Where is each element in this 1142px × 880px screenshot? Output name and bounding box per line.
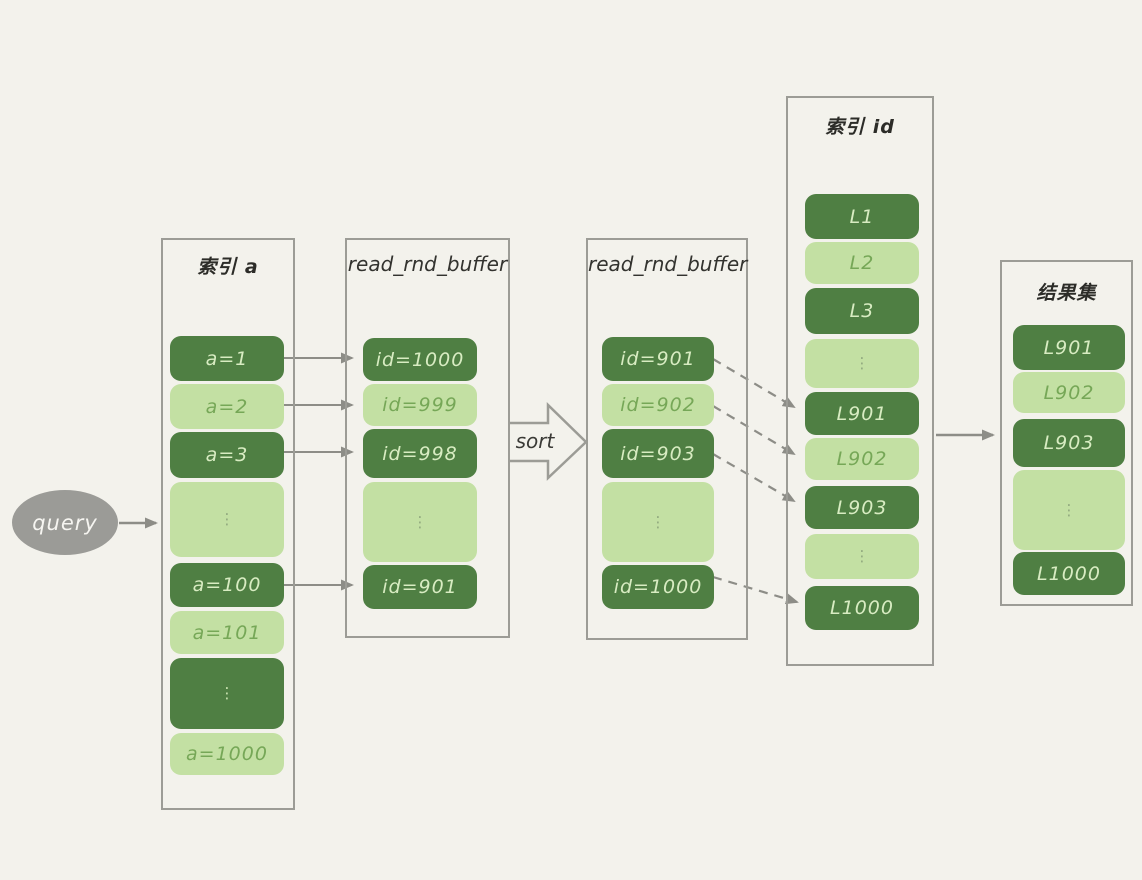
index-a-ellipsis-cell: ⋮ [170, 482, 284, 557]
index-a-cell: a=101 [170, 611, 284, 654]
index-id-box: 索引 id L1 L2 L3 ⋮ L901 L902 L903 ⋮ L1000 [786, 96, 934, 666]
index-a-box: 索引 a a=1 a=2 a=3 ⋮ a=100 a=101 ⋮ a=1000 [161, 238, 295, 810]
result-cell: L901 [1013, 325, 1125, 370]
index-a-ellipsis-cell: ⋮ [170, 658, 284, 729]
result-cell: L1000 [1013, 552, 1125, 595]
index-id-cell: L901 [805, 392, 919, 435]
result-cell: L902 [1013, 372, 1125, 413]
index-a-cell: a=3 [170, 432, 284, 478]
query-label: query [32, 510, 98, 535]
buffer-cell: id=998 [363, 429, 477, 478]
index-id-ellipsis-cell: ⋮ [805, 534, 919, 579]
index-a-cell: a=100 [170, 563, 284, 607]
index-id-cell: L1000 [805, 586, 919, 630]
index-a-cell: a=1 [170, 336, 284, 381]
index-id-cell: L1 [805, 194, 919, 239]
buffer-cell: id=999 [363, 384, 477, 426]
index-id-cell: L902 [805, 438, 919, 480]
buffer-ellipsis-cell: ⋮ [602, 482, 714, 562]
index-id-title: 索引 id [825, 116, 895, 138]
read-rnd-buffer-title: read_rnd_buffer [347, 252, 508, 276]
sort-label: sort [515, 429, 555, 453]
result-ellipsis-cell: ⋮ [1013, 470, 1125, 550]
result-cell: L903 [1013, 419, 1125, 467]
result-set-box: 结果集 L901 L902 L903 ⋮ L1000 [1000, 260, 1133, 606]
index-a-title: 索引 a [197, 256, 259, 278]
buffer-cell: id=903 [602, 429, 714, 478]
buffer-cell: id=902 [602, 384, 714, 426]
read-rnd-buffer-title: read_rnd_buffer [588, 252, 748, 276]
buffer-cell: id=901 [602, 337, 714, 381]
result-set-title: 结果集 [1036, 282, 1097, 304]
index-id-cell: L3 [805, 288, 919, 334]
buffer-ellipsis-cell: ⋮ [363, 482, 477, 562]
index-a-cell: a=1000 [170, 733, 284, 775]
read-rnd-buffer-unsorted-box: read_rnd_buffer id=1000 id=999 id=998 ⋮ … [345, 238, 510, 638]
buffer-cell: id=1000 [363, 338, 477, 381]
index-id-cell: L903 [805, 486, 919, 529]
index-id-cell: L2 [805, 242, 919, 284]
read-rnd-buffer-sorted-box: read_rnd_buffer id=901 id=902 id=903 ⋮ i… [586, 238, 748, 640]
index-a-cell: a=2 [170, 384, 284, 429]
buffer-cell: id=1000 [602, 565, 714, 609]
query-node: query [12, 490, 118, 555]
index-id-ellipsis-cell: ⋮ [805, 339, 919, 388]
buffer-cell: id=901 [363, 565, 477, 609]
